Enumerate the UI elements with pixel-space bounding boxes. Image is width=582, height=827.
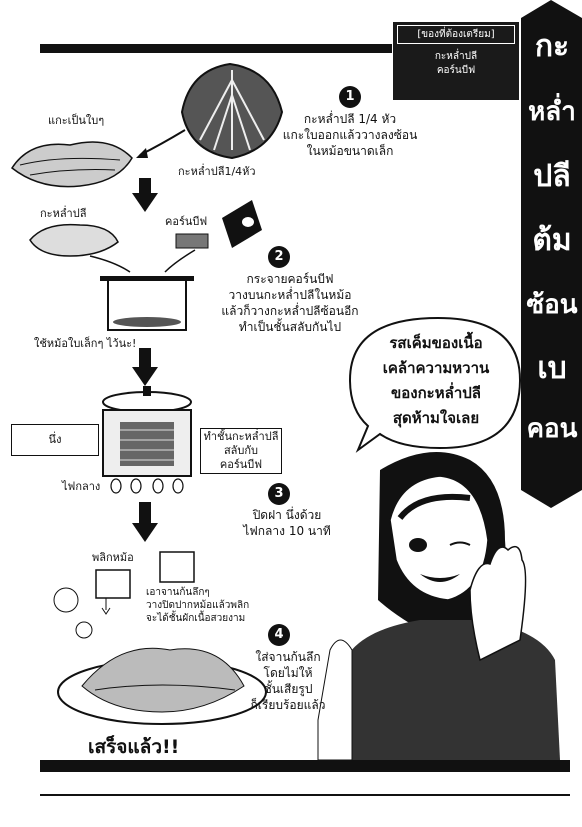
plate-note-caption: เอาจานก้นลึกๆ วางปิดปากหม้อแล้วพลิก จะได… bbox=[146, 586, 249, 625]
step-2-number: 2 bbox=[268, 246, 290, 268]
layers-line: ทำชั้นกะหล่ำปลี bbox=[203, 430, 279, 443]
step-line: ก็เรียบร้อยแล้ว bbox=[250, 698, 326, 712]
pot-image bbox=[100, 276, 194, 331]
steam-clouds bbox=[53, 587, 93, 639]
bubble-line: สุดห้ามใจเลย bbox=[392, 409, 480, 427]
ingredient-item: คอร์นบีฟ bbox=[436, 65, 476, 76]
quarter-cabbage-image bbox=[180, 62, 284, 160]
step-line: กะหล่ำปลี 1/4 หัว bbox=[303, 112, 397, 126]
corned-beef-caption: คอร์นบีฟ bbox=[165, 215, 208, 228]
ingredients-header: [ของที่ต้องเตรียม] bbox=[397, 25, 515, 44]
speech-bubble bbox=[348, 316, 522, 453]
steamer-pot-image bbox=[102, 386, 192, 477]
step-3-number: 3 bbox=[268, 483, 290, 505]
bubble-line: เคล้าความหวาน bbox=[382, 359, 490, 377]
step-line: ในหม้อขนาดเล็ก bbox=[306, 144, 394, 158]
layers-line: สลับกับ bbox=[223, 444, 259, 457]
flame-icons bbox=[110, 478, 184, 494]
side-title-6: เบ bbox=[537, 351, 567, 386]
step-line: โดยไม่ให้ bbox=[263, 666, 313, 680]
step-line: กระจายคอร์นบีฟ bbox=[246, 272, 334, 286]
step-line: ปิดฝา นึ่งด้วย bbox=[252, 508, 322, 522]
side-title-7: คอน bbox=[526, 414, 578, 444]
flip-pot-caption: พลิกหม้อ bbox=[92, 551, 134, 564]
layers-label: ทำชั้นกะหล่ำปลี สลับกับ คอร์นบีฟ bbox=[200, 428, 282, 474]
speech-bubble-text: รสเค็มของเนื้อ เคล้าความหวาน ของกะหล่ำปล… bbox=[358, 331, 514, 431]
steam-label: นึ่ง bbox=[11, 424, 99, 456]
step-4-number: 4 bbox=[268, 624, 290, 646]
plate-note-line: วางปิดปากหม้อแล้วพลิก bbox=[146, 600, 250, 611]
step-line: ไฟกลาง 10 นาที bbox=[243, 524, 331, 538]
character-illustration bbox=[317, 452, 560, 761]
corned-beef-image bbox=[175, 233, 209, 249]
step-1-text: กะหล่ำปลี 1/4 หัว แกะใบออกแล้ววางลงซ้อน … bbox=[275, 111, 425, 159]
down-arrow bbox=[132, 178, 158, 212]
corned-beef-can-image bbox=[222, 200, 262, 248]
ingredients-list: กะหล่ำปลี คอร์นบีฟ bbox=[393, 50, 519, 78]
step-line: ชั้นเสียรูป bbox=[263, 682, 313, 696]
cabbage-leaf-image bbox=[29, 223, 119, 257]
done-text: เสร็จแล้ว!! bbox=[88, 736, 180, 758]
step-line: แกะใบออกแล้ววางลงซ้อน bbox=[282, 128, 418, 142]
step-line: วางบนกะหล่ำปลีในหม้อ bbox=[228, 288, 352, 302]
plate-note-line: จะได้ชั้นผักเนื้อสวยงาม bbox=[146, 613, 246, 624]
step-3-text: ปิดฝา นึ่งด้วย ไฟกลาง 10 นาที bbox=[237, 507, 337, 539]
bubble-line: รสเค็มของเนื้อ bbox=[389, 334, 483, 352]
bottom-thin-rule bbox=[40, 794, 570, 796]
step-line: ทำเป็นชั้นสลับกันไป bbox=[238, 320, 342, 334]
side-banner bbox=[521, 0, 582, 508]
flipped-pot-image bbox=[95, 569, 131, 599]
plate-note-line: เอาจานก้นลึกๆ bbox=[146, 587, 210, 598]
side-title-3: ปลี bbox=[533, 159, 571, 194]
peeled-leaves-image bbox=[10, 141, 133, 188]
medium-heat-caption: ไฟกลาง bbox=[62, 480, 101, 493]
side-title-4: ต้ม bbox=[532, 223, 572, 258]
side-title-2: หล่ำ bbox=[528, 97, 576, 127]
step-2-text: กระจายคอร์นบีฟ วางบนกะหล่ำปลีในหม้อ แล้ว… bbox=[215, 271, 365, 335]
ingredient-item: กะหล่ำปลี bbox=[434, 51, 478, 62]
side-title-1: กะ bbox=[534, 29, 570, 64]
step-4-text: ใส่จานก้นลึก โดยไม่ให้ ชั้นเสียรูป ก็เรี… bbox=[240, 649, 336, 713]
cabbage-caption: กะหล่ำปลี bbox=[40, 207, 87, 220]
step-1-number: 1 bbox=[339, 86, 361, 108]
plate-image bbox=[57, 647, 267, 725]
step-line: แล้วก็วางกะหล่ำปลีซ้อนอีก bbox=[221, 304, 359, 318]
quarter-cabbage-caption: กะหล่ำปลี1/4หัว bbox=[178, 165, 256, 178]
small-pot-caption: ใช้หม้อใบเล็กๆ ไว้นะ! bbox=[34, 337, 137, 350]
side-title-5: ซ้อน bbox=[526, 290, 578, 320]
top-rule bbox=[40, 44, 392, 53]
bottom-rule bbox=[40, 760, 570, 772]
bubble-line: ของกะหล่ำปลี bbox=[391, 384, 481, 402]
peel-leaves-caption: แกะเป็นใบๆ bbox=[48, 114, 105, 127]
step-line: ใส่จานก้นลึก bbox=[255, 650, 321, 664]
ingredients-box: [ของที่ต้องเตรียม] กะหล่ำปลี คอร์นบีฟ bbox=[393, 22, 519, 100]
layers-line: คอร์นบีฟ bbox=[219, 458, 263, 471]
